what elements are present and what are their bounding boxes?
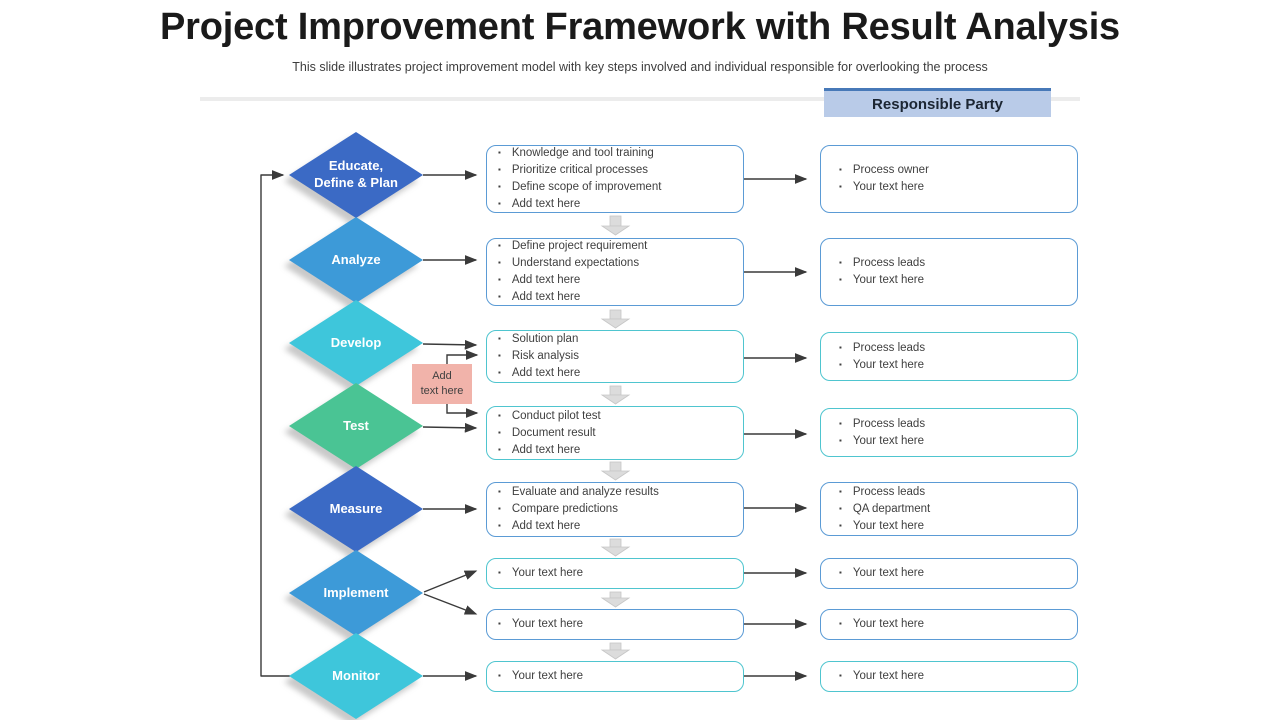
party-box-educate: Process owner Your text here xyxy=(820,145,1078,213)
bullet-item: Knowledge and tool training xyxy=(498,145,661,162)
party-box-implement-1: Your text here xyxy=(820,558,1078,589)
party-box-monitor: Your text here xyxy=(820,661,1078,692)
diamond-label: Test xyxy=(289,383,423,469)
bullet-list: Process leads Your text here xyxy=(821,340,931,374)
bullet-item: Solution plan xyxy=(498,331,580,348)
party-box-analyze: Process leads Your text here xyxy=(820,238,1078,306)
step-box-monitor: Your text here xyxy=(486,661,744,692)
step-box-develop: Solution plan Risk analysis Add text her… xyxy=(486,330,744,383)
bullet-item: Compare predictions xyxy=(498,501,659,518)
bullet-item: Your text here xyxy=(839,272,925,289)
diamond-label: Implement xyxy=(289,550,423,636)
bullet-item: Process owner xyxy=(839,162,929,179)
bullet-list: Process owner Your text here xyxy=(821,162,935,196)
page-title: Project Improvement Framework with Resul… xyxy=(160,6,1120,48)
diamond-to-step-arrows xyxy=(422,170,478,681)
bullet-item: Your text here xyxy=(498,668,583,685)
bullet-item: Define scope of improvement xyxy=(498,179,662,196)
bullet-item: Conduct pilot test xyxy=(498,408,601,425)
bullet-item: Your text here xyxy=(839,616,924,633)
bullet-list: Your text here xyxy=(821,616,930,633)
diamond-label: Measure xyxy=(289,466,423,552)
bullet-list: Process leads Your text here xyxy=(821,255,931,289)
step-box-implement-1: Your text here xyxy=(486,558,744,589)
bullet-item: Evaluate and analyze results xyxy=(498,484,659,501)
bullet-list: Your text here xyxy=(487,565,589,582)
party-box-test: Process leads Your text here xyxy=(820,408,1078,457)
bullet-item: Add text here xyxy=(498,196,661,213)
bullet-item: Process leads xyxy=(839,416,925,433)
diamond-label: Educate, Define & Plan xyxy=(289,132,423,218)
bullet-item: Add text here xyxy=(498,272,647,289)
bullet-list: Knowledge and tool training Prioritize c… xyxy=(487,145,667,213)
step-box-implement-2: Your text here xyxy=(486,609,744,640)
bullet-item: Understand expectations xyxy=(498,255,647,272)
diamond-label: Monitor xyxy=(289,633,423,719)
bullet-item: Your text here xyxy=(839,433,925,450)
bullet-item: Process leads xyxy=(839,340,925,357)
add-text-note: Add text here xyxy=(412,364,472,404)
diamond-educate-define-plan: Educate, Define & Plan xyxy=(289,132,423,218)
diamond-label: Analyze xyxy=(289,217,423,303)
bullet-item: Risk analysis xyxy=(498,348,580,365)
bullet-list: Process leads Your text here xyxy=(821,416,931,450)
bullet-item: QA department xyxy=(839,501,930,518)
bullet-item: Your text here xyxy=(839,179,929,196)
step-box-test: Conduct pilot test Document result Add t… xyxy=(486,406,744,460)
diamond-measure: Measure xyxy=(289,466,423,552)
bullet-item: Your text here xyxy=(498,565,583,582)
bullet-list: Define project requirement Understand ex… xyxy=(487,238,653,306)
bullet-list: Conduct pilot test Document result Add t… xyxy=(487,408,607,459)
bullet-item: Add text here xyxy=(498,365,580,382)
bullet-item: Process leads xyxy=(839,255,925,272)
feedback-loop-line xyxy=(260,170,290,677)
flow-down-arrows xyxy=(600,215,631,660)
diamond-implement: Implement xyxy=(289,550,423,636)
bullet-item: Process leads xyxy=(839,484,930,501)
bullet-list: Solution plan Risk analysis Add text her… xyxy=(487,331,586,382)
bullet-item: Add text here xyxy=(498,518,659,535)
divider-rule xyxy=(200,97,1080,101)
step-box-measure: Evaluate and analyze results Compare pre… xyxy=(486,482,744,537)
bullet-item: Your text here xyxy=(839,357,925,374)
page-subtitle: This slide illustrates project improveme… xyxy=(292,60,988,74)
bullet-list: Evaluate and analyze results Compare pre… xyxy=(487,484,665,535)
bullet-item: Your text here xyxy=(839,518,930,535)
bullet-item: Add text here xyxy=(498,289,647,306)
bullet-item: Define project requirement xyxy=(498,238,648,255)
bullet-item: Your text here xyxy=(498,616,583,633)
bullet-list: Your text here xyxy=(487,668,589,685)
bullet-item: Add text here xyxy=(498,442,601,459)
diamond-develop: Develop xyxy=(289,300,423,386)
responsible-party-header: Responsible Party xyxy=(824,88,1051,117)
party-box-implement-2: Your text here xyxy=(820,609,1078,640)
bullet-list: Your text here xyxy=(487,616,589,633)
bullet-item: Prioritize critical processes xyxy=(498,162,661,179)
diamond-test: Test xyxy=(289,383,423,469)
step-box-analyze: Define project requirement Understand ex… xyxy=(486,238,744,306)
diamond-monitor: Monitor xyxy=(289,633,423,719)
party-box-measure: Process leads QA department Your text he… xyxy=(820,482,1078,536)
bullet-item: Your text here xyxy=(839,565,924,582)
party-box-develop: Process leads Your text here xyxy=(820,332,1078,381)
step-box-educate: Knowledge and tool training Prioritize c… xyxy=(486,145,744,213)
step-to-party-arrows xyxy=(744,174,808,681)
diamond-analyze: Analyze xyxy=(289,217,423,303)
note-elbow-connectors xyxy=(446,350,479,418)
bullet-item: Your text here xyxy=(839,668,924,685)
diamond-label: Develop xyxy=(289,300,423,386)
bullet-list: Your text here xyxy=(821,565,930,582)
bullet-list: Process leads QA department Your text he… xyxy=(821,484,936,535)
bullet-item: Document result xyxy=(498,425,601,442)
bullet-list: Your text here xyxy=(821,668,930,685)
